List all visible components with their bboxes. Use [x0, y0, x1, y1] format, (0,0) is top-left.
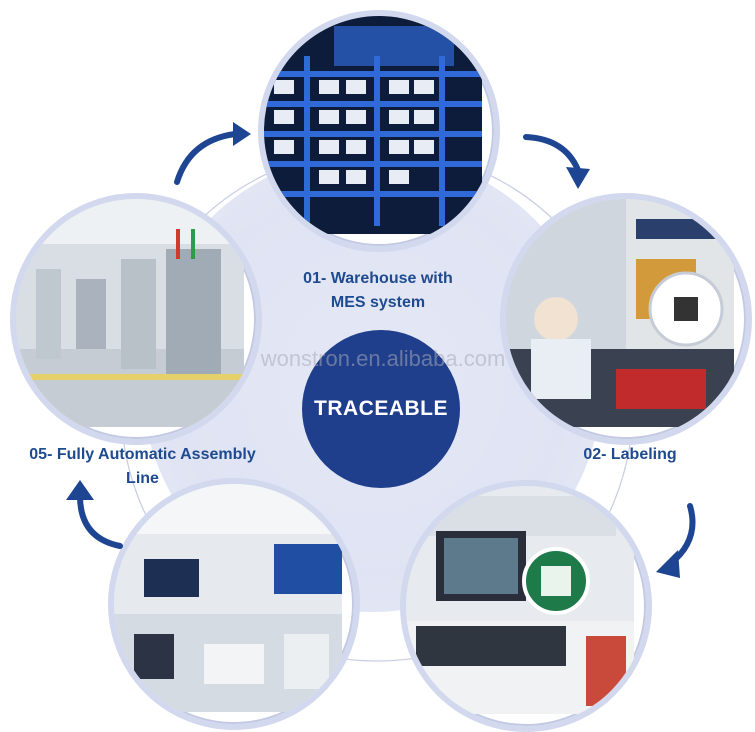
- center-label: TRACEABLE: [314, 397, 448, 420]
- traceable-badge: TRACEABLE: [302, 330, 460, 488]
- step-label-line: 02- Labeling: [583, 446, 677, 463]
- arrow-icon-4-to-5: [66, 480, 123, 549]
- labeling-xray-photo: [500, 193, 752, 445]
- arrow-icon-2-to-3: [656, 503, 696, 578]
- step-label-line: MES system: [330, 294, 426, 311]
- watermark-text: wonstron.en.alibaba.com: [260, 346, 506, 371]
- step-label-warehouse: 01- Warehouse with MES system: [278, 267, 478, 315]
- step-label-line: 05- Fully Automatic Assembly: [29, 446, 256, 463]
- step-label-labeling: 02- Labeling: [560, 443, 700, 467]
- warehouse-racks-photo: [258, 10, 500, 252]
- step-label-line: Line: [126, 470, 159, 487]
- arrow-icon-1-to-2: [523, 134, 590, 189]
- control-room-photo: [108, 478, 360, 730]
- arrow-icon-5-to-1: [174, 122, 251, 185]
- inspection-station-photo: [400, 480, 652, 732]
- step-label-assembly-line: 05- Fully Automatic Assembly Line: [10, 443, 275, 491]
- assembly-line-photo: [10, 193, 262, 445]
- step-label-line: 01- Warehouse with: [303, 270, 453, 287]
